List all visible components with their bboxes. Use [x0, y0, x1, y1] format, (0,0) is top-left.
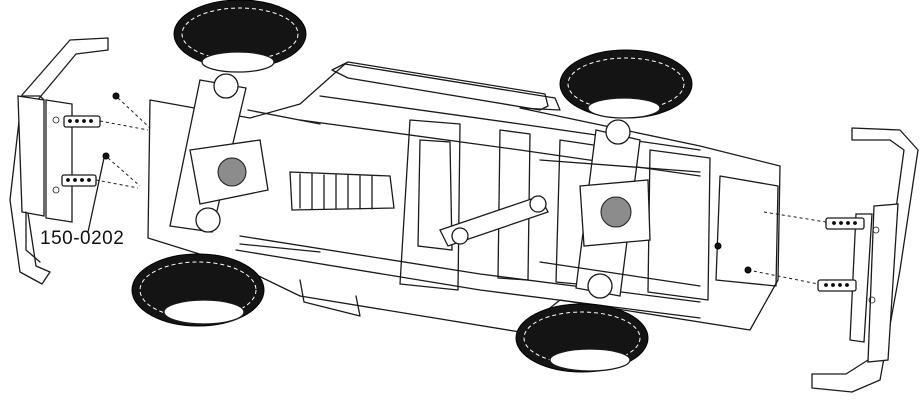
rear-bumper-bolt-upper [763, 211, 865, 230]
rear-bumper [811, 127, 919, 393]
part-label-leader [87, 157, 105, 233]
rear-axle [575, 119, 651, 299]
rear-bumper-bolt-lower [747, 269, 857, 292]
rear-left-wheel [559, 49, 693, 119]
front-bumper-bolt-lower [61, 174, 139, 189]
drive-shaft [289, 171, 549, 247]
rear-right-wheel [515, 303, 649, 373]
front-right-wheel [131, 253, 265, 327]
front-axle [169, 73, 269, 233]
front-bumper-bolt-upper [63, 115, 149, 131]
part-number-label: 150-0202 [40, 228, 125, 249]
front-left-wheel [173, 0, 307, 73]
front-nut-lower [102, 152, 141, 187]
suspension-links [239, 109, 701, 287]
rear-nut-lower [744, 266, 752, 274]
rear-nut-upper [714, 242, 722, 250]
front-bumper [9, 37, 109, 285]
front-nut-upper [112, 92, 151, 129]
